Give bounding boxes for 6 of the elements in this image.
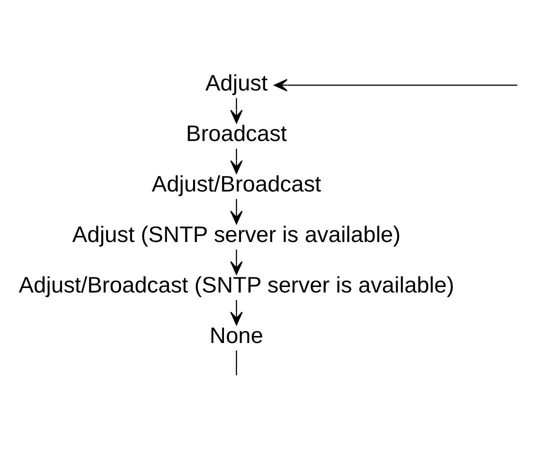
node-text: None — [210, 322, 264, 348]
node-text: Adjust (SNTP server is available) — [72, 222, 401, 247]
node-text: Adjust/Broadcast (SNTP server is available) — [18, 272, 454, 298]
node-text: Broadcast — [186, 121, 287, 146]
node-text: Adjust/Broadcast — [152, 171, 322, 196]
node-text: Adjust — [205, 70, 268, 96]
